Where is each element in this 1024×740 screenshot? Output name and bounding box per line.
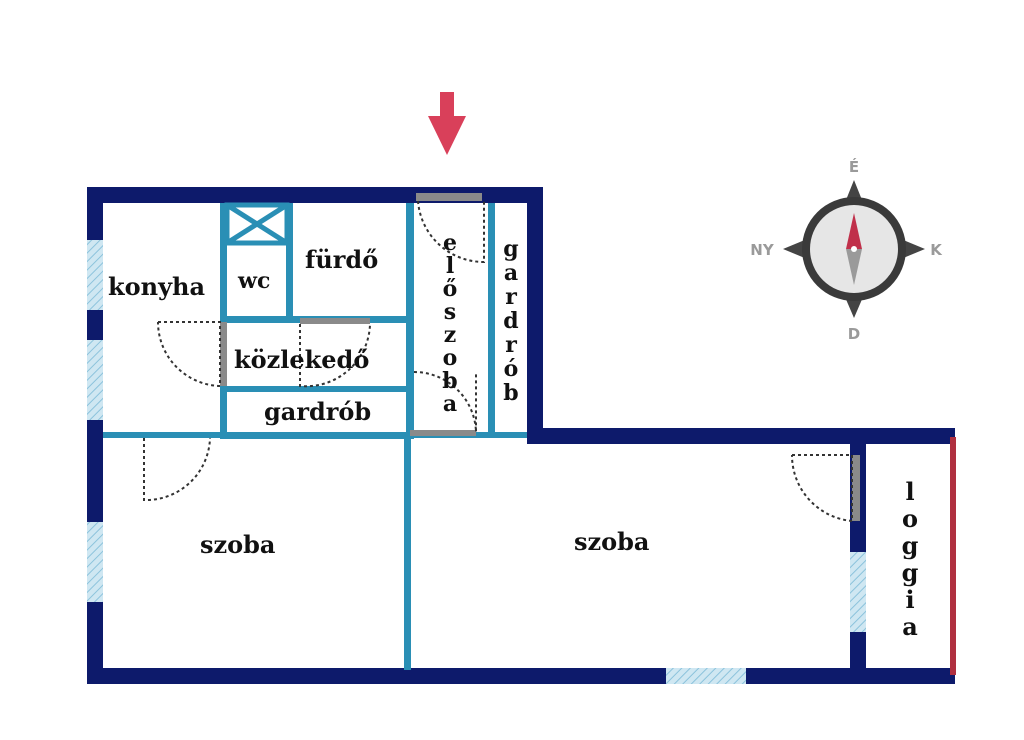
room-label-furdo: fürdő — [305, 245, 378, 274]
ventilation-shaft-icon — [224, 202, 290, 246]
room-label-szoba-right: szoba — [574, 527, 649, 556]
room-label-konyha: konyha — [108, 272, 205, 301]
compass-east-label: K — [930, 241, 943, 259]
entrance-arrow-icon — [428, 92, 466, 155]
compass-icon — [783, 180, 925, 318]
room-label-gardrob-horizontal: gardrób — [264, 397, 371, 426]
windows — [87, 240, 866, 684]
door-leaves — [220, 193, 860, 521]
compass-west-label: NY — [750, 241, 775, 259]
compass-north-label: É — [849, 157, 859, 176]
room-label-kozlekedo: közlekedő — [234, 345, 369, 374]
door-arcs — [143, 200, 853, 523]
compass-south-label: D — [848, 325, 860, 343]
room-label-wc: wc — [237, 268, 270, 294]
loggia-railing — [950, 437, 956, 675]
room-label-szoba-left: szoba — [200, 530, 275, 559]
